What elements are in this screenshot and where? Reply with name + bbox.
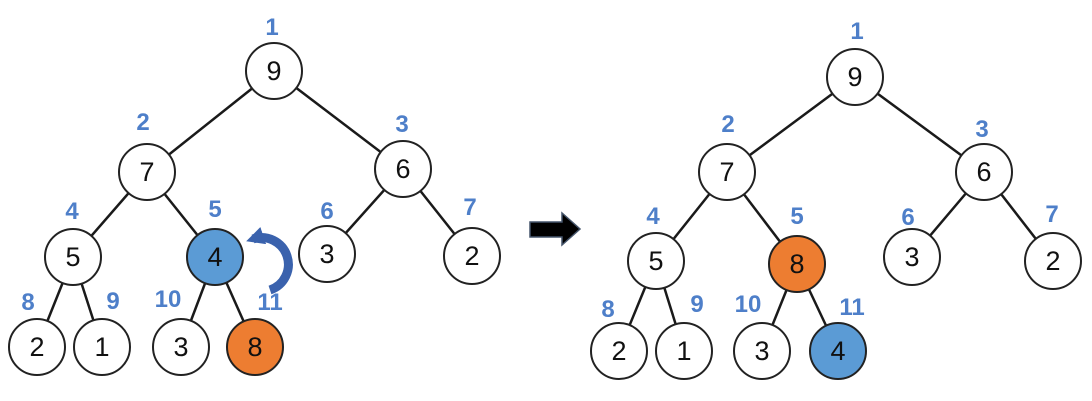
right-index-9: 9 [690,291,704,318]
left-index-9: 9 [106,288,120,315]
left-index-6: 6 [320,198,334,225]
left-index-2: 2 [136,109,150,136]
left-index-11: 11 [257,289,283,316]
left-index-7: 7 [463,194,477,221]
right-node-10: 3 [733,322,791,380]
right-node-2: 7 [698,143,756,201]
left-index-10: 10 [154,286,182,313]
left-node-11-highlighted-orange: 8 [226,318,284,376]
right-node-7: 2 [1024,232,1082,290]
left-index-8: 8 [21,289,35,316]
right-index-3: 3 [975,116,989,143]
left-node-10: 3 [152,318,210,376]
left-node-7: 2 [443,227,501,285]
left-index-1: 1 [265,14,279,41]
left-node-1: 9 [245,42,303,100]
right-index-10: 10 [734,291,762,318]
right-index-1: 1 [850,18,864,45]
left-node-9: 1 [73,318,131,376]
right-node-1: 9 [826,48,884,106]
right-index-2: 2 [721,111,735,138]
right-index-4: 4 [646,203,660,230]
right-index-6: 6 [901,204,915,231]
right-index-7: 7 [1045,201,1059,228]
left-index-3: 3 [395,111,409,138]
right-index-8: 8 [601,296,615,323]
right-index-11: 11 [839,294,865,321]
right-node-9: 1 [655,322,713,380]
left-node-4: 5 [44,228,102,286]
left-node-6: 3 [298,225,356,283]
swap-arrow-icon [246,227,293,295]
right-node-4: 5 [627,232,685,290]
right-node-6: 3 [883,228,941,286]
left-index-5: 5 [208,196,222,223]
right-node-5-highlighted-orange: 8 [768,235,826,293]
left-index-4: 4 [65,198,79,225]
left-node-5-highlighted-blue: 4 [186,228,244,286]
transform-arrow-icon [529,211,582,247]
left-node-3: 6 [374,140,432,198]
right-node-8: 2 [590,322,648,380]
right-node-11-highlighted-blue: 4 [809,322,867,380]
right-node-3: 6 [955,143,1013,201]
left-node-2: 7 [118,143,176,201]
right-index-5: 5 [790,203,804,230]
left-node-8: 2 [8,318,66,376]
